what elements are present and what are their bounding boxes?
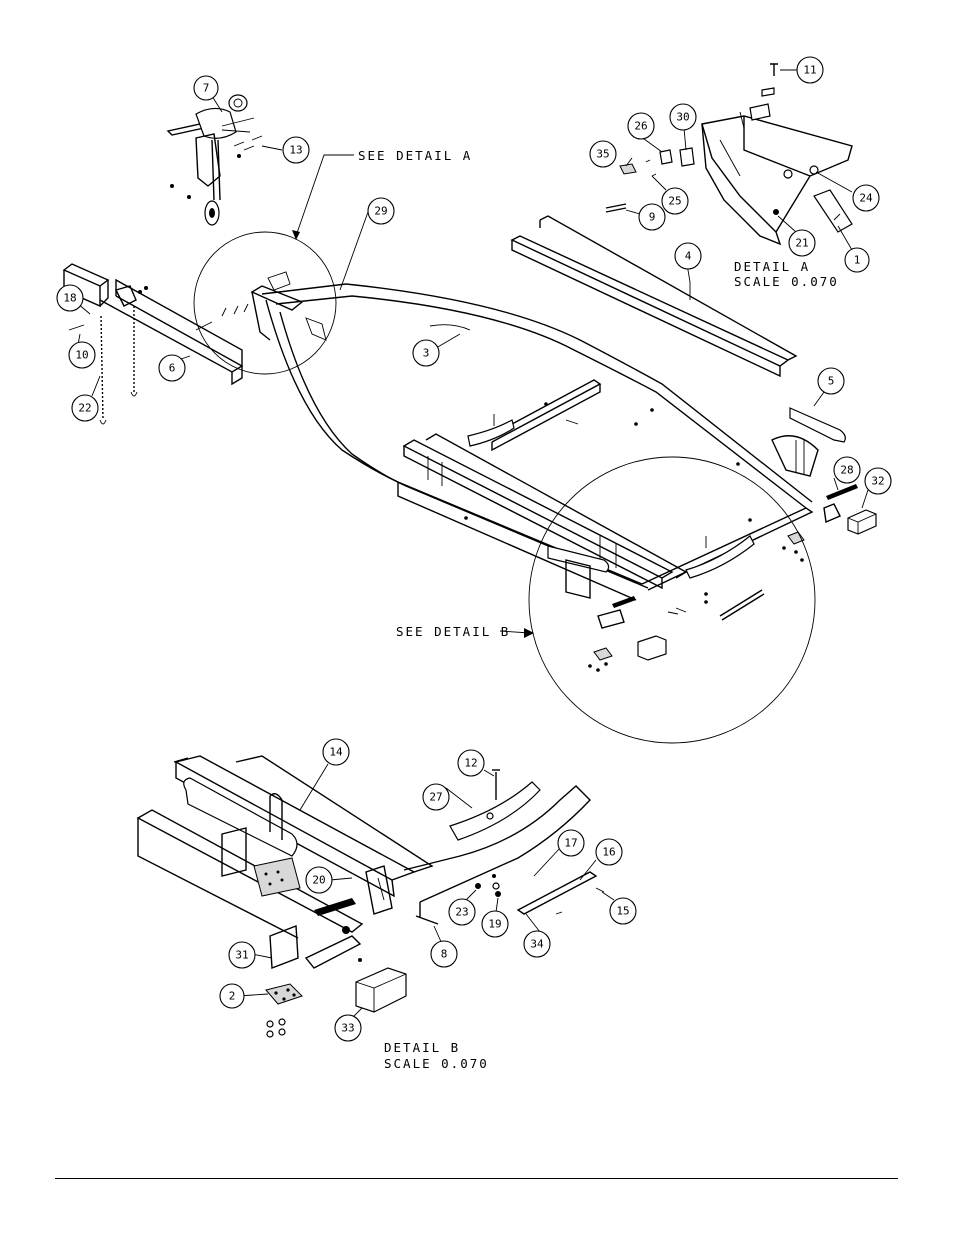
svg-text:1: 1: [854, 254, 861, 267]
callout-35: 35: [589, 140, 617, 168]
svg-text:4: 4: [685, 250, 692, 263]
svg-text:27: 27: [429, 791, 442, 804]
callout-18: 18: [56, 284, 84, 312]
svg-text:19: 19: [488, 918, 501, 931]
callout-7: 7: [193, 75, 219, 101]
svg-text:28: 28: [840, 464, 853, 477]
svg-text:3: 3: [423, 347, 430, 360]
callout-22: 22: [71, 394, 99, 422]
svg-text:11: 11: [803, 64, 816, 77]
svg-text:33: 33: [341, 1022, 354, 1035]
callout-15: 15: [609, 897, 637, 925]
svg-text:2: 2: [229, 990, 236, 1003]
svg-text:29: 29: [374, 205, 387, 218]
callout-5: 5: [817, 367, 845, 395]
detail-b-drawing: [136, 755, 605, 1038]
svg-text:17: 17: [564, 837, 577, 850]
svg-text:23: 23: [455, 906, 468, 919]
callout-10: 10: [68, 341, 96, 369]
trailer-frame: [250, 215, 877, 613]
svg-text:10: 10: [75, 349, 88, 362]
svg-text:16: 16: [602, 846, 615, 859]
callout-20: 20: [305, 866, 333, 894]
winch-assembly: [166, 94, 263, 226]
callout-6: 6: [158, 354, 186, 382]
svg-text:6: 6: [169, 362, 176, 375]
callout-14: 14: [322, 738, 350, 766]
see-detail-a-label: SEE DETAIL A: [358, 148, 472, 163]
callout-13: 13: [282, 136, 310, 164]
svg-text:20: 20: [312, 874, 325, 887]
svg-text:22: 22: [78, 402, 91, 415]
detail-a-title: DETAIL A: [734, 259, 810, 274]
callout-12: 12: [457, 749, 485, 777]
callout-32: 32: [864, 467, 892, 495]
callout-16: 16: [595, 838, 623, 866]
callout-25: 25: [661, 187, 689, 215]
svg-text:9: 9: [649, 211, 656, 224]
callout-8: 8: [430, 940, 458, 968]
callout-30: 30: [669, 103, 697, 131]
callout-17: 17: [557, 829, 585, 857]
callout-33: 33: [334, 1014, 362, 1042]
svg-text:15: 15: [616, 905, 629, 918]
svg-text:31: 31: [235, 949, 248, 962]
callout-26: 26: [627, 112, 655, 140]
svg-text:21: 21: [795, 237, 808, 250]
callout-3: 3: [412, 339, 440, 367]
svg-text:25: 25: [668, 195, 681, 208]
callout-27: 27: [422, 783, 450, 811]
callout-28: 28: [833, 456, 861, 484]
svg-text:18: 18: [63, 292, 76, 305]
callout-31: 31: [228, 941, 256, 969]
svg-text:35: 35: [596, 148, 609, 161]
svg-text:34: 34: [530, 938, 544, 951]
svg-text:12: 12: [464, 757, 477, 770]
svg-text:30: 30: [676, 111, 689, 124]
callout-9: 9: [638, 203, 666, 231]
svg-text:5: 5: [828, 375, 835, 388]
svg-text:26: 26: [634, 120, 647, 133]
svg-text:14: 14: [329, 746, 343, 759]
callout-23: 23: [448, 898, 476, 926]
detail-b-scale: SCALE 0.070: [384, 1056, 489, 1071]
page-footer-rule: [55, 1178, 898, 1179]
detail-a-scale: SCALE 0.070: [734, 274, 839, 289]
callout-34: 34: [523, 930, 551, 958]
svg-text:13: 13: [289, 144, 302, 157]
detail-a-callout-circle: [193, 231, 337, 375]
svg-text:8: 8: [441, 948, 448, 961]
detail-b-title: DETAIL B: [384, 1040, 460, 1055]
tongue-assembly: [62, 263, 244, 425]
detail-b-callout-circle: [528, 456, 816, 744]
see-detail-b-label: SEE DETAIL B: [396, 624, 510, 639]
diagram-labels: SEE DETAIL A SEE DETAIL B DETAIL A SCALE…: [358, 148, 839, 1071]
svg-text:32: 32: [871, 475, 884, 488]
svg-text:24: 24: [859, 192, 873, 205]
svg-text:7: 7: [203, 82, 210, 95]
callout-29: 29: [367, 197, 395, 225]
callout-balloons: 7 13 29 18 10 6 22 3 4 5 28 32 11 30 26 …: [56, 56, 892, 1042]
callout-19: 19: [481, 910, 509, 938]
callout-1: 1: [844, 247, 870, 273]
callout-11: 11: [796, 56, 824, 84]
callout-2: 2: [219, 983, 245, 1009]
callout-21: 21: [788, 229, 816, 257]
callout-4: 4: [674, 242, 702, 270]
callout-24: 24: [852, 184, 880, 212]
